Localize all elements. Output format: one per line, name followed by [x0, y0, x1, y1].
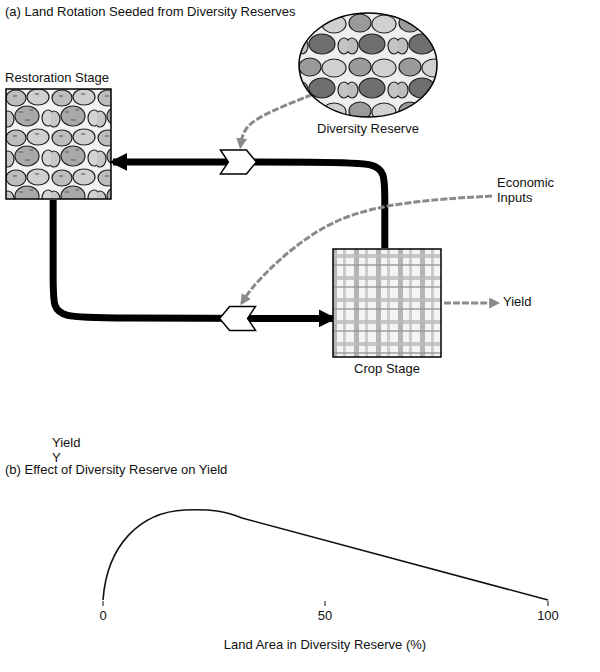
diversity-reserve: Diversity Reserve — [298, 12, 438, 136]
node-label: Diversity Reserve — [278, 121, 458, 136]
seed-flow — [240, 95, 312, 147]
shape-outline — [298, 12, 438, 118]
yield-curve — [103, 510, 548, 600]
tick-label: 0 — [83, 608, 123, 623]
tick — [325, 601, 326, 606]
tick — [103, 601, 104, 606]
flow-arrow — [113, 162, 385, 248]
node-shape — [332, 248, 442, 358]
node-label: Crop Stage — [312, 361, 462, 376]
flow-arrow — [53, 200, 333, 318]
node-shape — [298, 12, 438, 118]
shape-outline — [332, 248, 442, 358]
tick-label: 50 — [305, 608, 345, 623]
restoration-stage: Restoration Stage — [5, 70, 112, 200]
yield-flow — [444, 302, 498, 305]
node-shape — [5, 88, 112, 200]
tick — [548, 601, 549, 606]
input-label: Economic Inputs — [497, 175, 575, 205]
panel-title: (b) Effect of Diversity Reserve on Yield — [5, 462, 405, 477]
tick-label: 100 — [528, 608, 568, 623]
crop-stage: Crop Stage — [332, 248, 442, 376]
valve-symbol — [220, 306, 256, 330]
output-label: Yield — [503, 294, 563, 309]
valve-symbol — [220, 150, 256, 174]
axis-title: Yield Y — [52, 435, 92, 465]
axis-title: Land Area in Diversity Reserve (%) — [145, 637, 505, 652]
shape-outline — [5, 88, 112, 200]
node-label: Restoration Stage — [5, 70, 112, 85]
panel-title: (a) Land Rotation Seeded from Diversity … — [5, 4, 405, 19]
